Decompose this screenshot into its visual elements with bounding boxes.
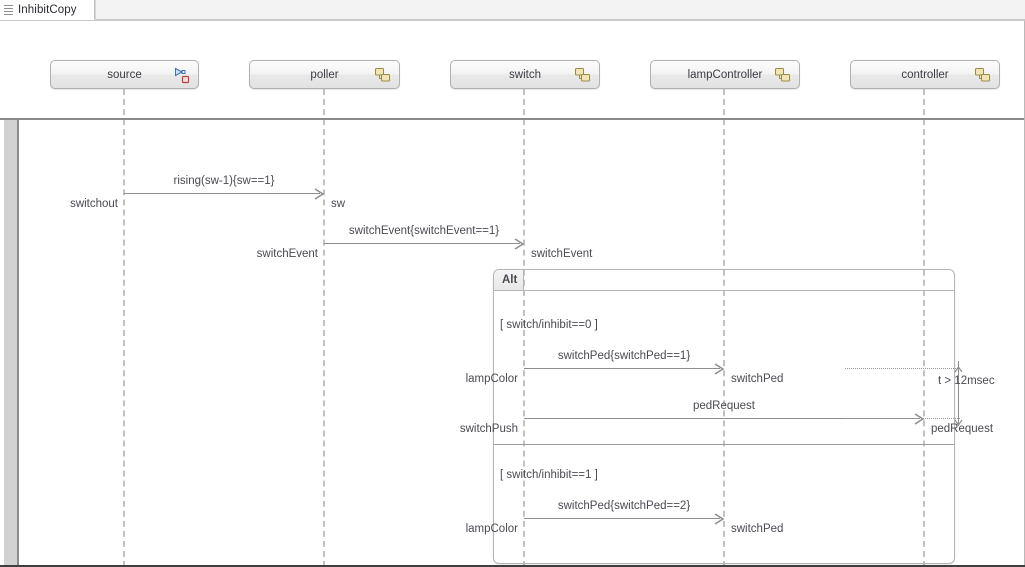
canvas-bottom-border (0, 565, 1025, 567)
target-port-label: sw (331, 198, 346, 210)
tab-label: InhibitCopy (18, 3, 77, 16)
target-port-label: pedRequest (931, 423, 994, 435)
target-port-label: switchPed (731, 523, 784, 535)
left-gutter (4, 120, 19, 567)
message-arrowhead-icon (513, 237, 525, 250)
lifeline-poller[interactable] (323, 89, 325, 567)
fragment-header-rule (494, 290, 954, 291)
component-icon (775, 67, 792, 84)
lifeline-lampController[interactable] (723, 89, 725, 567)
message-arrowhead-icon (913, 412, 925, 425)
time-constraint-arrow-up (954, 360, 963, 373)
port-source-icon (174, 67, 191, 84)
fragment-branch-divider (494, 444, 954, 445)
message-line[interactable] (124, 193, 320, 194)
source-port-label: switchPush (459, 423, 518, 435)
lifeline-name-label: poller (310, 68, 339, 81)
time-constraint-bar (958, 361, 959, 426)
message-line[interactable] (524, 518, 720, 519)
message-arrowhead-icon (313, 187, 325, 200)
message-arrowhead-icon (713, 512, 725, 525)
fragment-operator-label: Alt (502, 274, 518, 286)
header-separator (0, 118, 1025, 120)
combined-fragment-alt[interactable]: Alt (493, 269, 955, 564)
lifeline-head-switch[interactable]: switch (450, 60, 600, 89)
lifeline-head-lampController[interactable]: lampController (650, 60, 800, 89)
lifeline-source[interactable] (123, 89, 125, 567)
component-icon (575, 67, 592, 84)
target-port-label: switchEvent (531, 248, 593, 260)
lifeline-head-controller[interactable]: controller (850, 60, 1000, 89)
lifeline-switch[interactable] (523, 89, 525, 567)
source-port-label: lampColor (465, 523, 518, 535)
diagram-canvas[interactable]: source poller switch lampController controll… (0, 21, 1025, 567)
message-line[interactable] (524, 368, 720, 369)
lifeline-name-label: source (107, 68, 142, 81)
fragment-operator: Alt (494, 270, 524, 291)
lifeline-name-label: lampController (687, 68, 763, 81)
tab-inhibitcopy[interactable]: InhibitCopy (0, 0, 95, 20)
component-icon (975, 67, 992, 84)
lifeline-head-poller[interactable]: poller (249, 60, 400, 89)
lifeline-name-label: switch (509, 68, 541, 81)
source-port-label: lampColor (465, 373, 518, 385)
message-label: switchEvent{switchEvent==1} (348, 225, 500, 237)
lifeline-controller[interactable] (923, 89, 925, 567)
time-constraint-label: t > 12msec (938, 375, 995, 387)
message-line[interactable] (524, 418, 920, 419)
message-label: switchPed{switchPed==1} (557, 350, 691, 362)
list-icon (4, 4, 13, 15)
message-label: rising(sw-1){sw==1} (173, 175, 275, 187)
guard-condition-2: [ switch/inhibit==1 ] (500, 469, 598, 481)
message-label: switchPed{switchPed==2} (557, 500, 691, 512)
lifeline-head-source[interactable]: source (50, 60, 199, 89)
lifeline-name-label: controller (901, 68, 949, 81)
component-icon (375, 67, 392, 84)
message-label: pedRequest (692, 400, 756, 412)
message-line[interactable] (324, 243, 520, 244)
tab-bar-empty-area (95, 0, 1025, 20)
time-constraint-top-tick (845, 368, 960, 369)
source-port-label: switchEvent (256, 248, 318, 260)
message-arrowhead-icon (713, 362, 725, 375)
tab-bar: InhibitCopy (0, 0, 1025, 21)
time-constraint-bottom-tick (845, 418, 960, 419)
time-constraint-arrow-down (954, 413, 963, 427)
source-port-label: switchout (70, 198, 118, 210)
target-port-label: switchPed (731, 373, 784, 385)
guard-condition-1: [ switch/inhibit==0 ] (500, 319, 598, 331)
